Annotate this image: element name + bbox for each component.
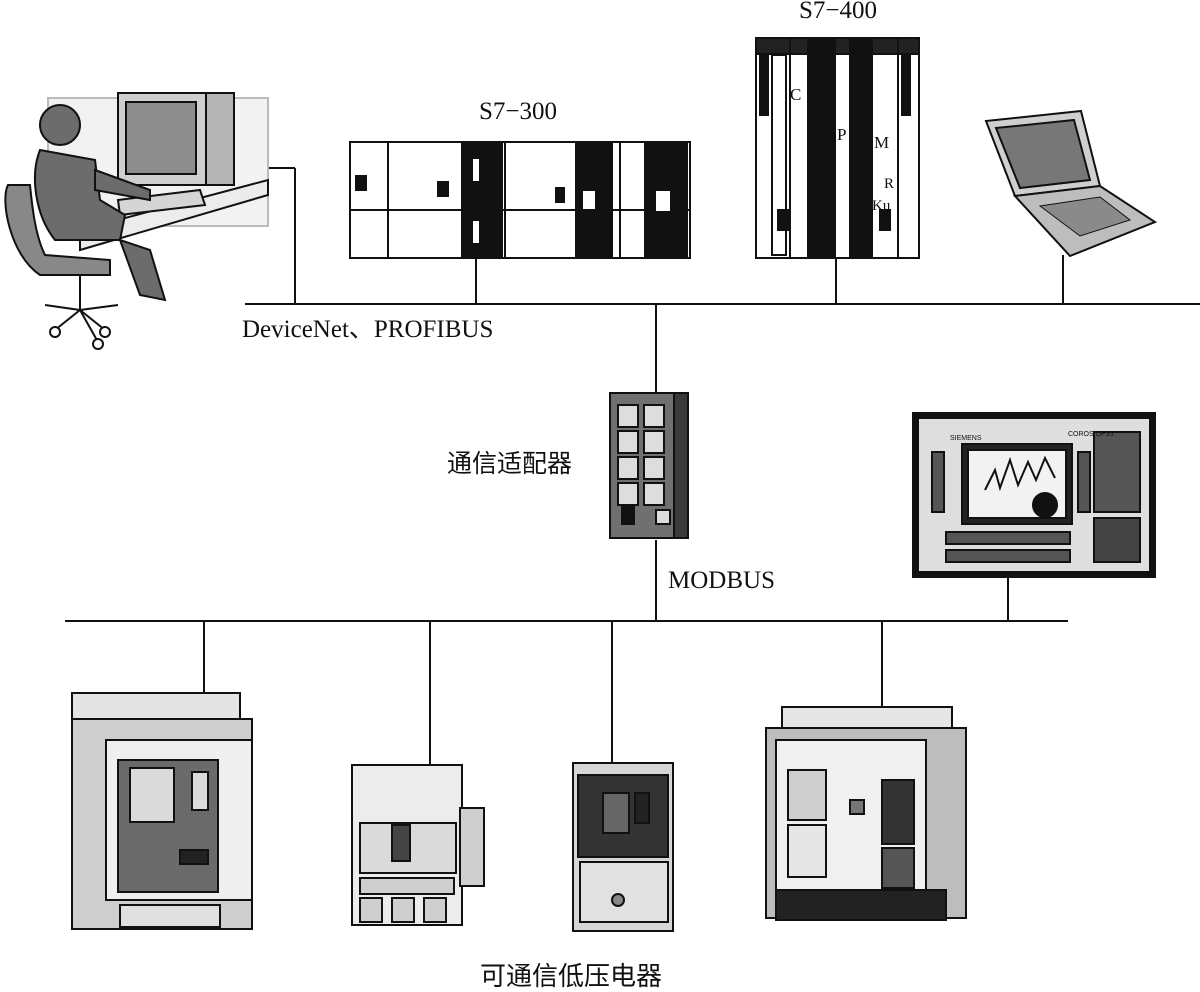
devices-label: 可通信低压电器 <box>480 962 662 992</box>
s7-300-plc-illustration <box>349 141 691 259</box>
operator-workstation-illustration <box>4 92 269 350</box>
hmi-model-label: COROS OP35 <box>1068 431 1114 438</box>
s7-400-label: S7−400 <box>799 0 877 24</box>
upper-bus-label: DeviceNet、PROFIBUS <box>242 316 493 343</box>
plc400-module-label-5: Ku <box>872 198 891 214</box>
plc400-module-label-1: C <box>790 85 801 104</box>
air-circuit-breaker-2-illustration <box>765 706 967 921</box>
molded-case-breaker-2-illustration <box>572 762 674 932</box>
s7-300-label: S7−300 <box>479 98 557 125</box>
hmi-brand-label: SIEMENS <box>950 435 982 442</box>
communication-adapter-illustration <box>609 392 689 539</box>
lower-bus-label: MODBUS <box>668 567 775 594</box>
molded-case-breaker-1-illustration <box>351 764 485 926</box>
hmi-operator-panel-illustration <box>912 412 1156 578</box>
air-circuit-breaker-1-illustration <box>71 692 253 930</box>
network-lines <box>65 167 1200 765</box>
adapter-label: 通信适配器 <box>447 449 572 478</box>
plc400-module-label-3: M <box>874 133 889 152</box>
plc400-module-label-4: R <box>884 176 894 192</box>
s7-400-plc-illustration <box>755 37 920 259</box>
laptop-illustration <box>984 109 1158 258</box>
plc400-module-label-2: P <box>837 125 846 144</box>
